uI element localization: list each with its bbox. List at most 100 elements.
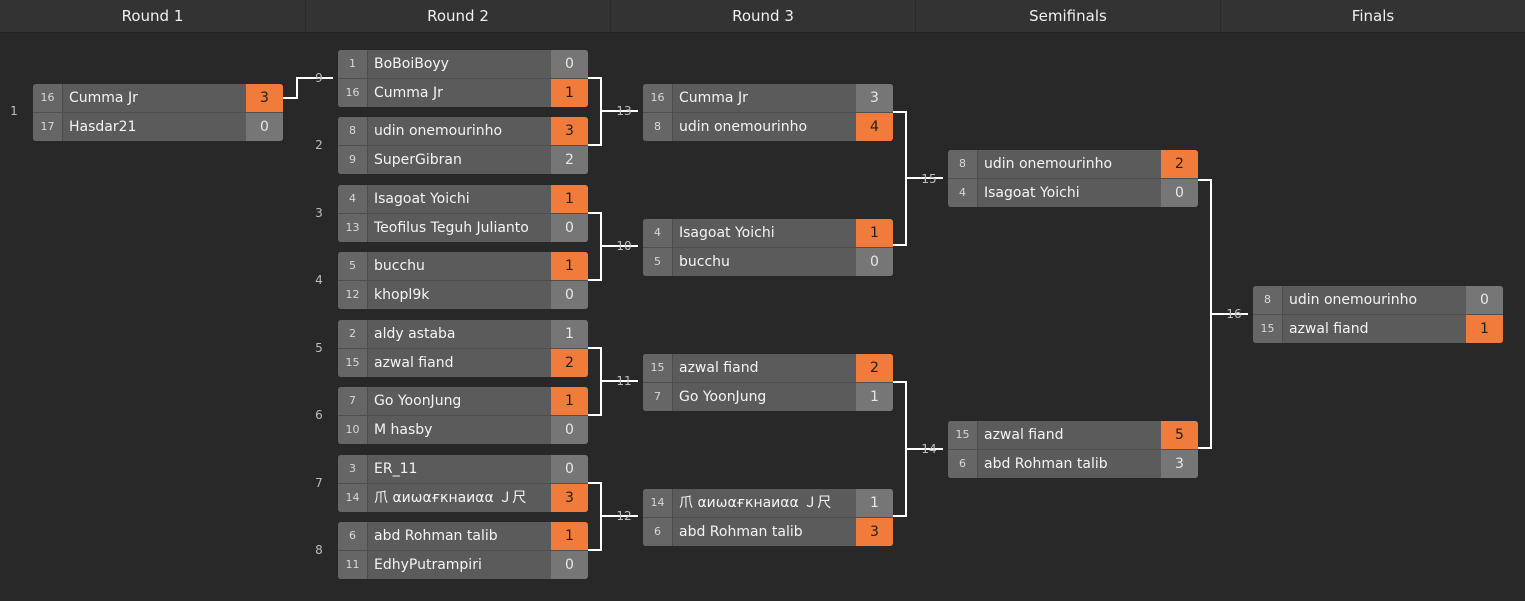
- player-seed: 3: [338, 455, 368, 483]
- winner-score: 3: [246, 84, 283, 112]
- player-score: 3: [856, 84, 893, 112]
- player-seed: 12: [338, 281, 368, 309]
- winner-score: 1: [1466, 315, 1503, 343]
- player-name: Isagoat Yoichi: [374, 191, 470, 207]
- player-name: bucchu: [679, 254, 730, 270]
- player-seed: 4: [643, 219, 673, 247]
- player-score: 0: [1466, 286, 1503, 314]
- player-seed: 16: [338, 79, 368, 107]
- player-seed: 17: [33, 113, 63, 141]
- player-score: 1: [856, 489, 893, 517]
- player-name: SuperGibran: [374, 152, 462, 168]
- player-name: aldy astaba: [374, 326, 456, 342]
- player-row[interactable]: 4 Isagoat Yoichi 1: [338, 185, 588, 213]
- player-name: Hasdar21: [69, 119, 137, 135]
- winner-score: 1: [551, 252, 588, 280]
- player-seed: 11: [338, 551, 368, 579]
- player-name: Cumma Jr: [679, 90, 748, 106]
- match-number: 7: [315, 476, 323, 490]
- player-name: Isagoat Yoichi: [984, 185, 1080, 201]
- player-seed: 7: [338, 387, 368, 415]
- round-title-3: Round 3: [610, 0, 915, 32]
- winner-score: 1: [551, 79, 588, 107]
- winner-score: 1: [551, 185, 588, 213]
- player-name: Teofilus Teguh Julianto: [374, 220, 529, 236]
- player-score: 2: [551, 146, 588, 174]
- match-number: 10: [616, 239, 632, 253]
- player-seed: 15: [643, 354, 673, 382]
- winner-score: 1: [551, 387, 588, 415]
- player-row[interactable]: 16 Cumma Jr 1: [338, 79, 588, 107]
- player-name: bucchu: [374, 258, 425, 274]
- winner-score: 2: [1161, 150, 1198, 178]
- connector-line: [1198, 179, 1212, 449]
- winner-score: 3: [856, 518, 893, 546]
- player-name: abd Rohman talib: [679, 524, 803, 540]
- player-name: udin onemourinho: [984, 156, 1113, 172]
- player-name: azwal fiand: [679, 360, 759, 376]
- connector-line: [893, 111, 907, 246]
- player-row[interactable]: 12 khopl9k 0: [338, 281, 588, 309]
- player-name: khopl9k: [374, 287, 430, 303]
- player-name: udin onemourinho: [679, 119, 808, 135]
- player-score: 0: [551, 281, 588, 309]
- player-seed: 10: [338, 416, 368, 444]
- winner-score: 4: [856, 113, 893, 141]
- player-score: 0: [551, 214, 588, 242]
- player-name: abd Rohman talib: [984, 456, 1108, 472]
- player-name: Cumma Jr: [374, 85, 443, 101]
- player-score: 1: [551, 320, 588, 348]
- player-score: 0: [551, 455, 588, 483]
- player-seed: 4: [338, 185, 368, 213]
- match-number: 8: [315, 543, 323, 557]
- player-score: 0: [551, 50, 588, 78]
- winner-score: 3: [551, 117, 588, 145]
